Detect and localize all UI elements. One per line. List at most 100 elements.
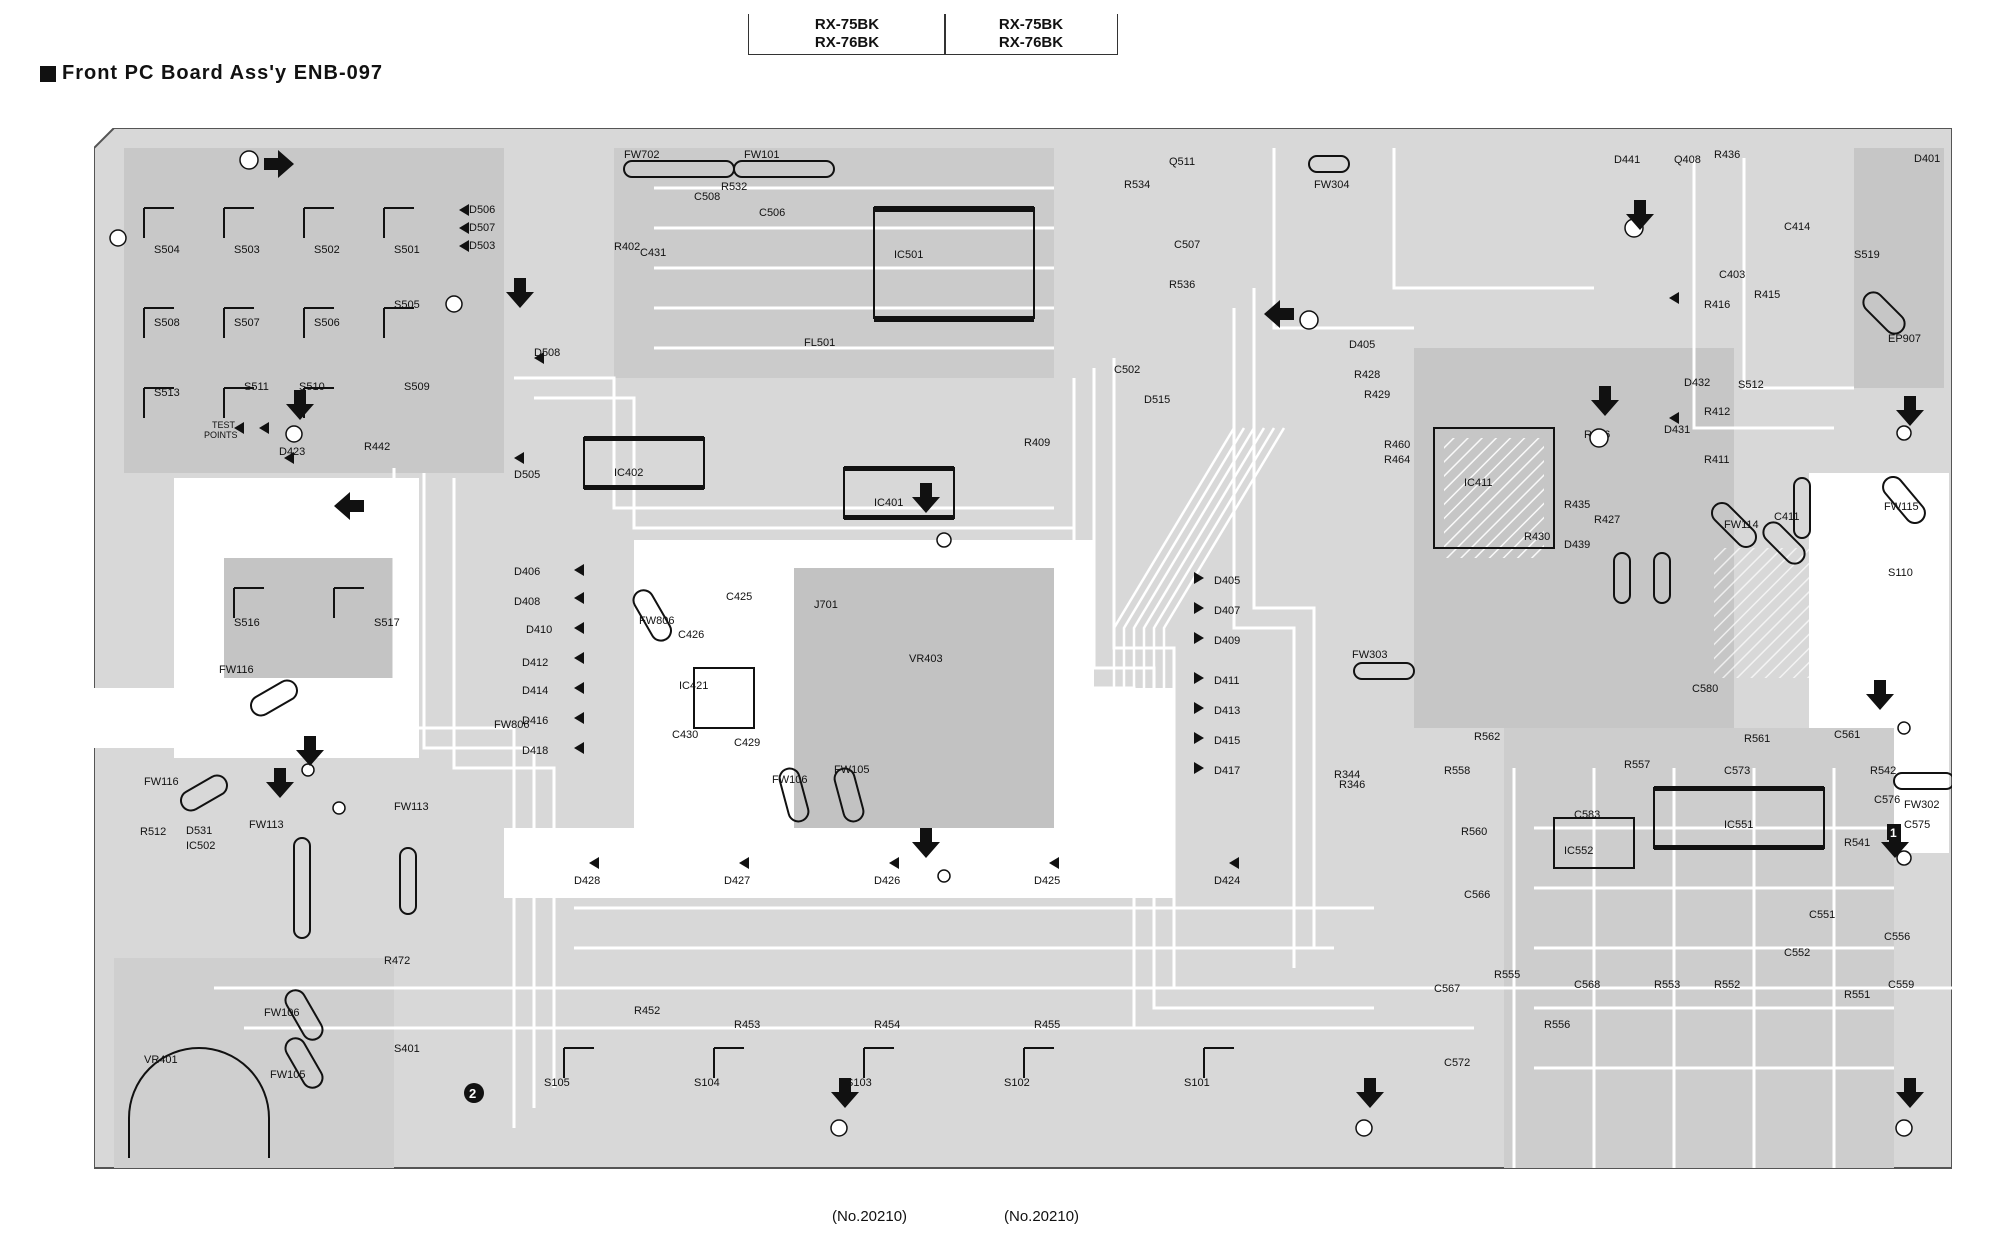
svg-text:D424: D424: [1214, 875, 1240, 887]
svg-text:S110: S110: [1888, 567, 1913, 579]
svg-text:R430: R430: [1524, 531, 1550, 543]
ic421-outline: [693, 667, 755, 729]
svg-text:FW303: FW303: [1352, 649, 1387, 661]
svg-text:R346: R346: [1339, 779, 1365, 791]
svg-text:S516: S516: [234, 617, 260, 629]
svg-text:C552: C552: [1784, 947, 1810, 959]
svg-text:C567: C567: [1434, 983, 1460, 995]
svg-text:1: 1: [1890, 826, 1897, 840]
svg-text:FW304: FW304: [1314, 179, 1349, 191]
svg-text:D507: D507: [469, 222, 495, 234]
diode-symbols: [234, 204, 1679, 869]
svg-text:R435: R435: [1564, 499, 1590, 511]
orientation-arrows: [264, 150, 1924, 1108]
svg-text:R411: R411: [1704, 454, 1729, 466]
model-name-1: RX-75BK: [814, 16, 880, 33]
svg-text:FW113: FW113: [394, 801, 429, 813]
svg-text:D531: D531: [186, 825, 212, 837]
model-name-1: RX-75BK: [998, 16, 1064, 33]
svg-text:C426: C426: [678, 629, 704, 641]
svg-text:EP907: EP907: [1888, 333, 1921, 345]
svg-text:C411: C411: [1774, 511, 1799, 523]
svg-text:D439: D439: [1564, 539, 1590, 551]
svg-text:S509: S509: [404, 381, 430, 393]
svg-text:C551: C551: [1809, 909, 1835, 921]
svg-text:R560: R560: [1461, 826, 1487, 838]
svg-text:FW116: FW116: [219, 664, 254, 676]
svg-text:R512: R512: [140, 826, 166, 838]
board-cutout-bottom: [94, 688, 294, 748]
svg-text:D425: D425: [1034, 875, 1060, 887]
svg-text:D423: D423: [279, 446, 305, 458]
svg-text:R562: R562: [1474, 731, 1500, 743]
svg-text:C429: C429: [734, 737, 760, 749]
svg-text:R460: R460: [1384, 439, 1410, 451]
svg-text:D414: D414: [522, 685, 548, 697]
svg-text:2: 2: [469, 1086, 476, 1101]
svg-text:D427: D427: [724, 875, 750, 887]
svg-text:R532: R532: [721, 181, 747, 193]
svg-text:C508: C508: [694, 191, 720, 203]
svg-text:R452: R452: [634, 1005, 660, 1017]
svg-text:J701: J701: [814, 599, 838, 611]
vr401-potentiometer: [128, 1047, 270, 1158]
svg-text:C559: C559: [1888, 979, 1914, 991]
svg-text:S512: S512: [1738, 379, 1764, 391]
svg-text:C425: C425: [726, 591, 752, 603]
svg-text:S506: S506: [314, 317, 340, 329]
svg-text:R552: R552: [1714, 979, 1740, 991]
vr401-block: [114, 958, 394, 1168]
svg-text:R429: R429: [1364, 389, 1390, 401]
svg-text:R412: R412: [1704, 406, 1730, 418]
svg-text:C573: C573: [1724, 765, 1750, 777]
svg-text:R428: R428: [1354, 369, 1380, 381]
svg-text:C566: C566: [1464, 889, 1490, 901]
svg-text:C430: C430: [672, 729, 698, 741]
marker-2: 2: [464, 1083, 484, 1103]
svg-text:S505: S505: [394, 299, 420, 311]
svg-text:D432: D432: [1684, 377, 1710, 389]
svg-text:D410: D410: [526, 624, 552, 636]
svg-text:R534: R534: [1124, 179, 1150, 191]
svg-text:C506: C506: [759, 207, 785, 219]
svg-text:S511: S511: [244, 381, 269, 393]
svg-text:C583: C583: [1574, 809, 1600, 821]
ic-pin-rows: [584, 206, 1824, 850]
svg-text:D405: D405: [1214, 575, 1240, 587]
svg-text:D503: D503: [469, 240, 495, 252]
svg-text:IC421: IC421: [679, 680, 708, 692]
model-name-2: RX-76BK: [814, 34, 880, 51]
svg-text:FW702: FW702: [624, 149, 659, 161]
svg-text:S508: S508: [154, 317, 180, 329]
svg-text:R561: R561: [1744, 733, 1770, 745]
svg-text:IC502: IC502: [186, 840, 215, 852]
j701-block: [794, 568, 1054, 828]
svg-text:S503: S503: [234, 244, 260, 256]
svg-text:D505: D505: [514, 469, 540, 481]
svg-text:FW116: FW116: [144, 776, 179, 788]
svg-text:D413: D413: [1214, 705, 1240, 717]
svg-text:S519: S519: [1854, 249, 1880, 261]
svg-text:IC551: IC551: [1724, 819, 1753, 831]
svg-text:FW806: FW806: [494, 719, 529, 731]
svg-text:D441: D441: [1614, 154, 1640, 166]
svg-text:IC552: IC552: [1564, 845, 1593, 857]
svg-text:C403: C403: [1719, 269, 1745, 281]
svg-text:D417: D417: [1214, 765, 1240, 777]
svg-text:S517: S517: [374, 617, 400, 629]
svg-text:C580: C580: [1692, 683, 1718, 695]
svg-text:D506: D506: [469, 204, 495, 216]
svg-text:S401: S401: [394, 1043, 420, 1055]
svg-text:VR403: VR403: [909, 653, 943, 665]
svg-text:D418: D418: [522, 745, 548, 757]
svg-text:FW113: FW113: [249, 819, 284, 831]
ic411-outline: [1433, 427, 1555, 549]
model-label-left: RX-75BK RX-76BK: [748, 14, 946, 55]
svg-text:R542: R542: [1870, 765, 1896, 777]
svg-text:S103: S103: [846, 1077, 872, 1089]
svg-text:R416: R416: [1704, 299, 1730, 311]
svg-text:R427: R427: [1594, 514, 1620, 526]
hatch-region-right: [1714, 548, 1844, 678]
svg-text:D415: D415: [1214, 735, 1240, 747]
